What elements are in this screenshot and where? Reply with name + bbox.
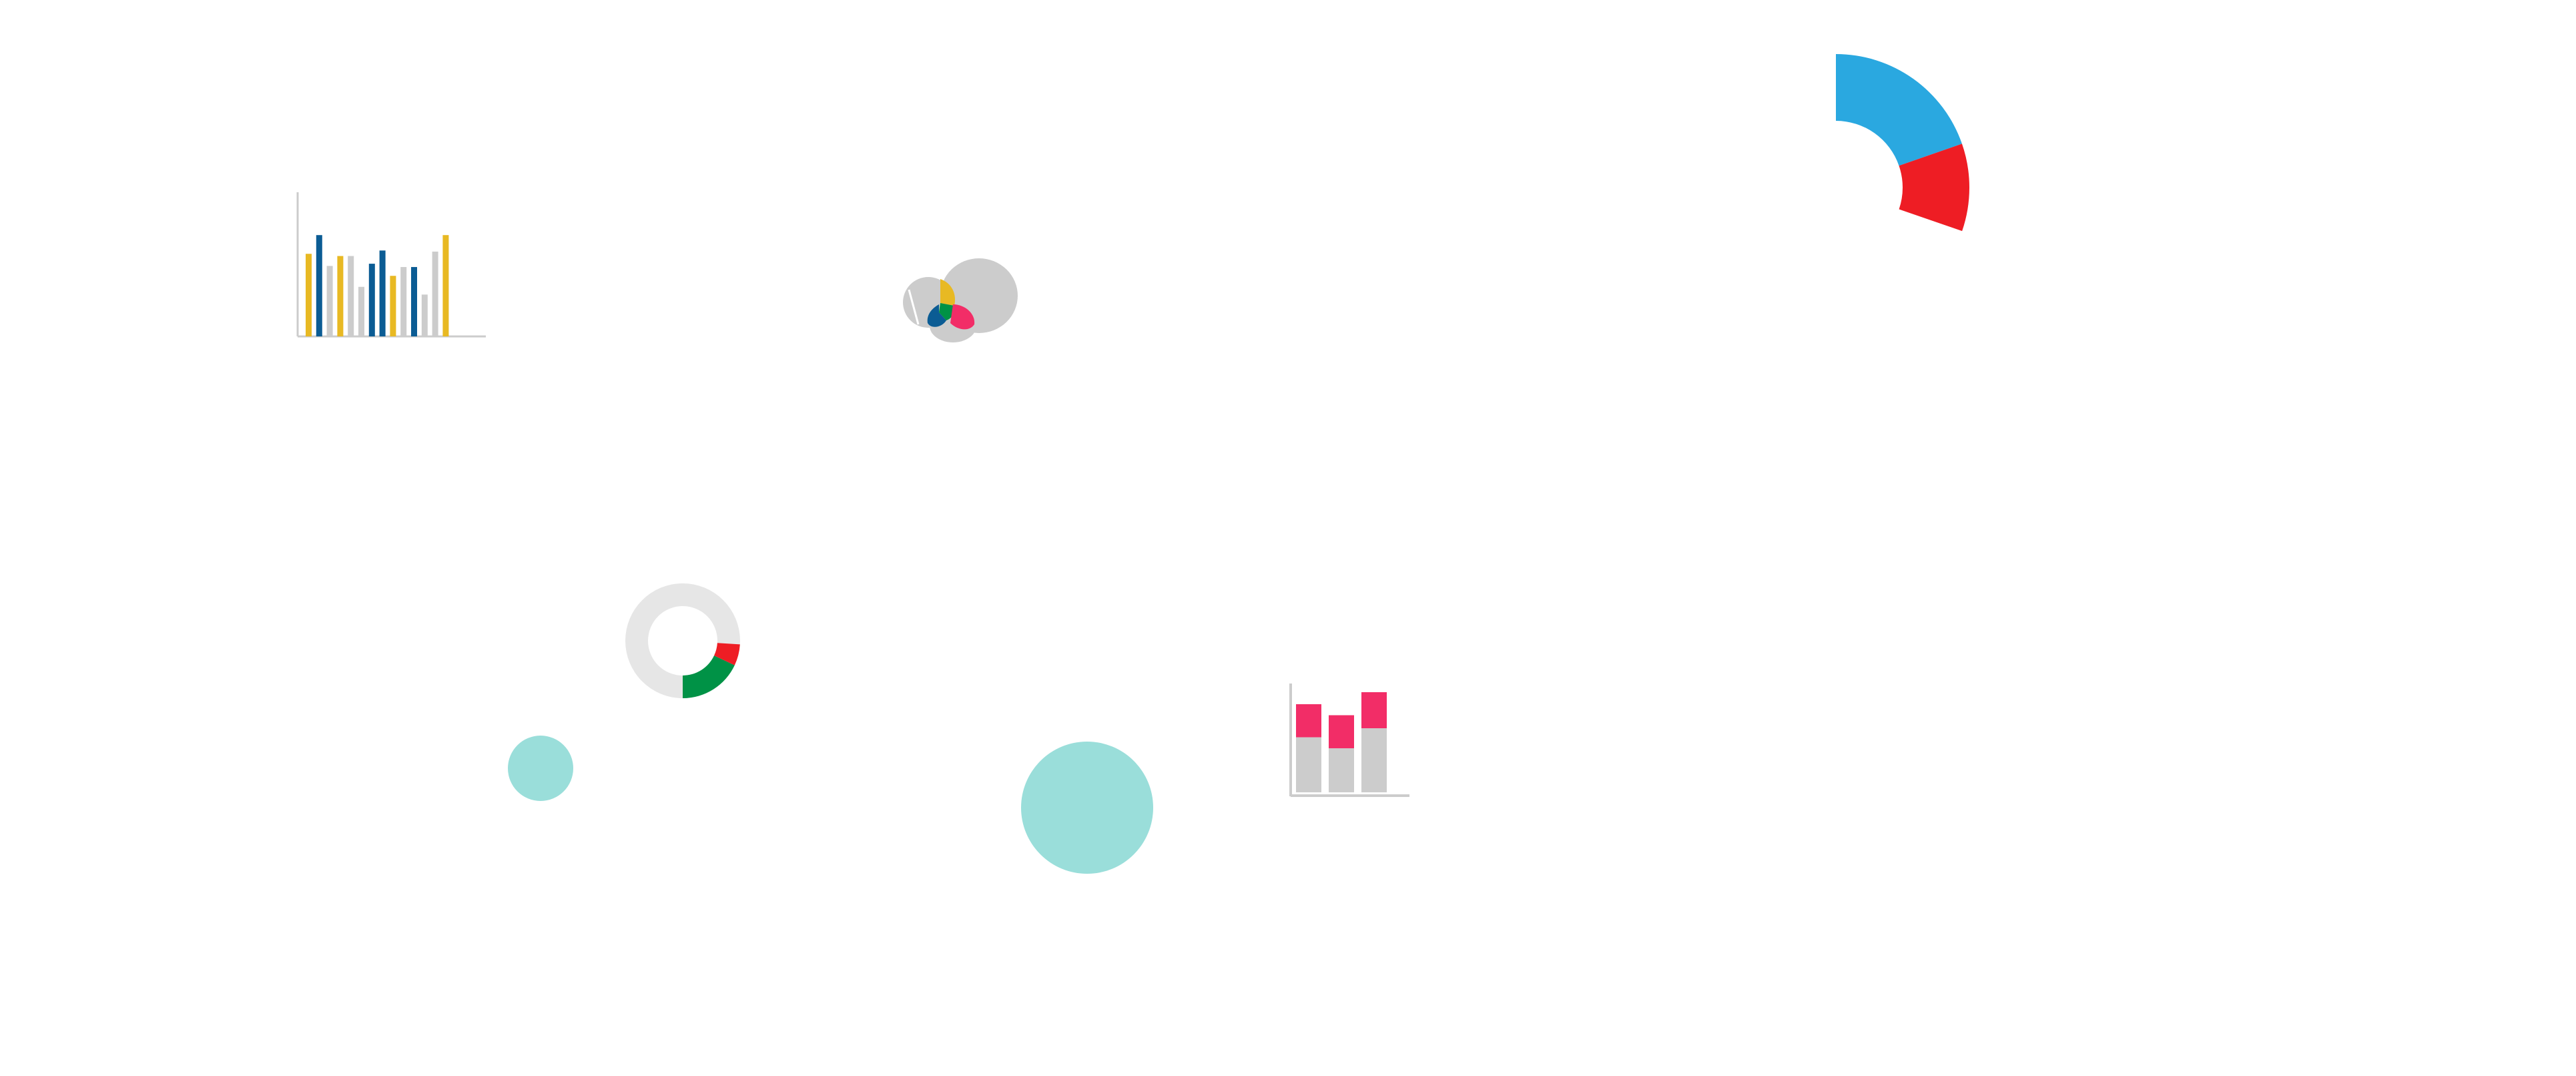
bar-chart-bar: [326, 266, 333, 336]
bar-chart-icon: [296, 192, 486, 338]
stacked-bar-bottom: [1329, 748, 1354, 792]
bar-chart-bar: [432, 251, 438, 336]
donut-chart-icon: [625, 583, 740, 698]
bar-chart-bar: [411, 267, 417, 336]
venn-diagram-icon: [903, 258, 1018, 342]
donut-red-segment: [714, 643, 740, 665]
small-bubble-icon: [508, 736, 573, 801]
stacked-bar-top: [1361, 692, 1387, 728]
bar-chart-bar: [379, 250, 386, 336]
bar-chart-bar: [368, 264, 375, 336]
gauge-arc-icon: [1836, 54, 1969, 232]
venn-navy-segment: [927, 304, 946, 327]
bar-chart-bars: [306, 235, 449, 336]
large-bubble-icon: [1021, 742, 1153, 874]
bar-chart-bar: [421, 294, 428, 336]
venn-pink-segment: [950, 304, 975, 330]
bar-chart-bar: [442, 235, 449, 336]
donut-green-segment: [683, 655, 735, 698]
bar-chart-bar: [390, 276, 396, 336]
venn-divider-line: [908, 289, 920, 325]
venn-gold-segment: [940, 279, 956, 306]
gauge-red-segment: [1899, 144, 1969, 232]
venn-green-segment: [939, 303, 955, 320]
bar-chart-bar: [316, 235, 322, 336]
gauge-blue-segment: [1836, 54, 1962, 166]
bar-chart-bar: [358, 286, 364, 336]
stacked-bar-bars: [1296, 692, 1387, 792]
bar-chart-bar: [306, 254, 312, 336]
stacked-bar-bottom: [1296, 737, 1321, 792]
stacked-bar-top: [1296, 704, 1321, 738]
stacked-bar-chart-icon: [1289, 684, 1409, 797]
stacked-bar-top: [1329, 715, 1354, 748]
stacked-bar-bottom: [1361, 728, 1387, 792]
bar-chart-bar: [400, 267, 407, 336]
bar-chart-bar: [348, 256, 354, 336]
bar-chart-bar: [337, 256, 344, 336]
